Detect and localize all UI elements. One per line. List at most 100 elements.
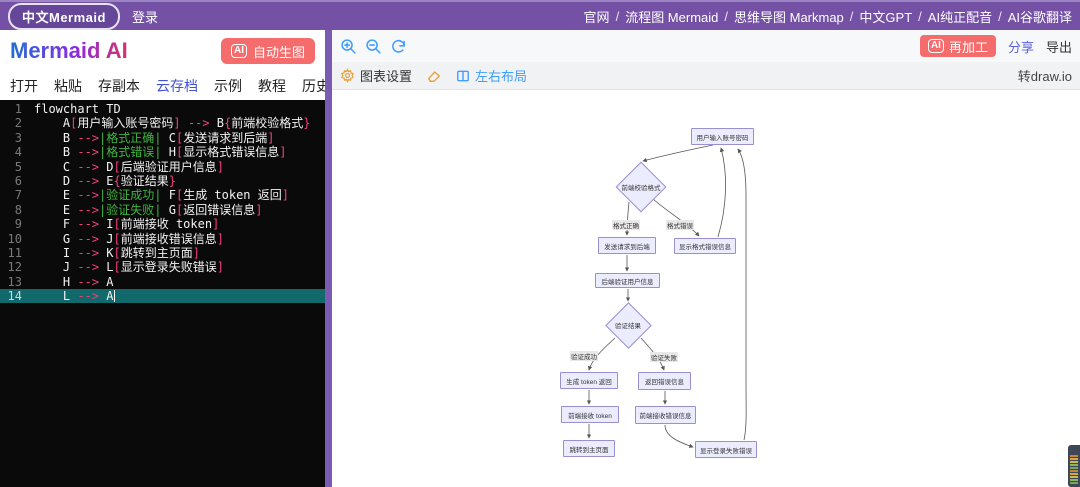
chart-settings-button[interactable]: 图表设置 (340, 66, 412, 85)
editor-line: 6 D --> E{验证结果} (0, 174, 325, 188)
line-number: 5 (14, 159, 22, 174)
diagram-subtoolbar: 图表设置 左右布局 转draw.io (332, 62, 1080, 90)
flowchart-node-G: 返回错误信息 (638, 372, 691, 390)
edge-label: 验证失败 (650, 352, 678, 362)
brand-button[interactable]: 中文Mermaid (8, 2, 120, 30)
code-text: A[用户输入账号密码] --> B{前端校验格式} (34, 116, 311, 131)
flowchart-node-H: 显示格式错误信息 (674, 238, 736, 254)
line-number: 4 (14, 145, 22, 160)
nav-separator: / (849, 8, 854, 24)
ai-reprocess-label: 再加工 (948, 39, 988, 55)
flowchart-edge-A-B (642, 144, 714, 163)
menu-item[interactable]: 示例 (214, 78, 242, 94)
code-text: C --> D[后端验证用户信息] (34, 159, 224, 174)
line-number: 9 (14, 217, 22, 232)
nav-separator: / (615, 8, 620, 24)
ai-icon: AI (230, 44, 247, 58)
ai-generate-button[interactable]: AI 自动生图 (220, 38, 315, 64)
refresh-icon[interactable] (390, 38, 407, 55)
line-number: 14 (7, 289, 22, 304)
columns-icon (457, 70, 469, 81)
floating-widget[interactable] (1068, 445, 1080, 487)
code-text: flowchart TD (34, 102, 121, 116)
flowchart-edge-H-A (717, 147, 726, 238)
chart-settings-label: 图表设置 (360, 69, 413, 84)
menu-item[interactable]: 粘贴 (54, 78, 82, 94)
editor-line: 4 B -->|格式错误| H[显示格式错误信息] (0, 145, 325, 159)
line-number: 7 (14, 188, 22, 203)
menu-item[interactable]: 云存档 (156, 78, 198, 94)
gear-icon (340, 68, 355, 83)
flowchart-node-F: 生成 token 返回 (560, 372, 618, 389)
panel-divider[interactable] (325, 30, 332, 487)
code-text: E -->|验证失败| G[返回错误信息] (34, 202, 263, 217)
ai-generate-label: 自动生图 (252, 44, 305, 60)
right-panel: AI 再加工 分享 导出 图表设置 左右布局 转draw.io (332, 30, 1080, 487)
code-text: L --> A (34, 289, 115, 304)
editor-line: 13 H --> A (0, 275, 325, 289)
diagram-canvas[interactable]: 格式正确格式错误验证成功验证失败用户输入账号密码前端校验格式发送请求到后端显示格… (332, 90, 1080, 487)
to-drawio-link[interactable]: 转draw.io (1017, 69, 1072, 84)
zoom-in-icon[interactable] (340, 38, 357, 55)
flowchart-node-K: 跳转到主页面 (563, 440, 615, 457)
editor-line: 8 E -->|验证失败| G[返回错误信息] (0, 203, 325, 217)
nav-separator: / (724, 8, 728, 24)
line-number: 11 (7, 245, 22, 260)
menu-item[interactable]: 存副本 (98, 78, 140, 94)
editor-line: 2 A[用户输入账号密码] --> B{前端校验格式} (0, 116, 325, 130)
ai-icon: AI (927, 39, 944, 53)
code-text: H --> A (34, 274, 114, 289)
zoom-out-icon[interactable] (365, 38, 382, 55)
diagram-toolbar: AI 再加工 分享 导出 (332, 30, 1080, 62)
topbar-nav-item[interactable]: 官网 (583, 9, 610, 25)
line-number: 2 (14, 116, 22, 131)
ai-reprocess-button[interactable]: AI 再加工 (919, 35, 996, 57)
layout-toggle-button[interactable]: 左右布局 (456, 66, 527, 85)
menu-item[interactable]: 打开 (10, 78, 38, 94)
line-number: 6 (14, 173, 22, 188)
editor-line: 12 J --> L[显示登录失败错误] (0, 260, 325, 274)
flowchart-edge-E-F (587, 337, 616, 371)
edge-label: 格式正确 (612, 220, 640, 230)
code-text: I --> K[跳转到主页面] (34, 245, 200, 260)
flowchart-edge-B-H (652, 198, 700, 237)
text-cursor (113, 290, 115, 303)
topbar-nav-item[interactable]: AI谷歌翻译 (1007, 9, 1072, 25)
flowchart-node-label: 验证结果 (615, 323, 641, 330)
editor-line: 11 I --> K[跳转到主页面] (0, 246, 325, 260)
menu-item[interactable]: 历史 (302, 78, 330, 94)
edge-label: 格式错误 (666, 220, 694, 230)
flowchart-node-J: 前端接收错误信息 (635, 406, 696, 424)
code-text: F --> I[前端接收 token] (34, 217, 220, 232)
topbar: 中文Mermaid 登录 官网 / 流程图 Mermaid / 思维导图 Markmap… (0, 0, 1080, 30)
flowchart-edge-J-L (664, 424, 694, 448)
nav-separator: / (998, 8, 1002, 24)
code-text: J --> L[显示登录失败错误] (34, 260, 224, 275)
topbar-nav-item[interactable]: AI纯正配音 (927, 9, 993, 25)
code-text: D --> E{验证结果} (34, 173, 176, 188)
flowchart-node-I: 前端接收 token (561, 406, 619, 423)
editor-menu: 打开粘贴存副本云存档 示例教程历史 (0, 72, 330, 100)
code-text: E -->|验证成功| F[生成 token 返回] (34, 188, 289, 203)
editor-line: 9 F --> I[前端接收 token] (0, 217, 325, 231)
flowchart-node-A: 用户输入账号密码 (691, 128, 754, 145)
topbar-nav-item[interactable]: 流程图 Mermaid (625, 9, 719, 25)
flowchart-node-L: 显示登录失败错误 (695, 441, 757, 458)
share-link[interactable]: 分享 (1007, 39, 1034, 55)
menu-item[interactable]: 教程 (258, 78, 286, 94)
topbar-nav-item[interactable]: 中文GPT (859, 9, 913, 25)
export-link[interactable]: 导出 (1045, 39, 1072, 55)
eraser-icon[interactable] (426, 68, 442, 84)
flowchart-edge-B-C (624, 201, 630, 236)
login-link[interactable]: 登录 (131, 9, 158, 25)
editor-line: 7 E -->|验证成功| F[生成 token 返回] (0, 188, 325, 202)
code-text: G --> J[前端接收错误信息] (34, 231, 224, 246)
flowchart-edge-L-A (737, 148, 747, 441)
layout-toggle-label: 左右布局 (475, 69, 528, 84)
topbar-nav-item[interactable]: 思维导图 Markmap (734, 9, 844, 25)
line-number: 12 (7, 260, 22, 275)
editor-line: 3 B -->|格式正确| C[发送请求到后端] (0, 131, 325, 145)
